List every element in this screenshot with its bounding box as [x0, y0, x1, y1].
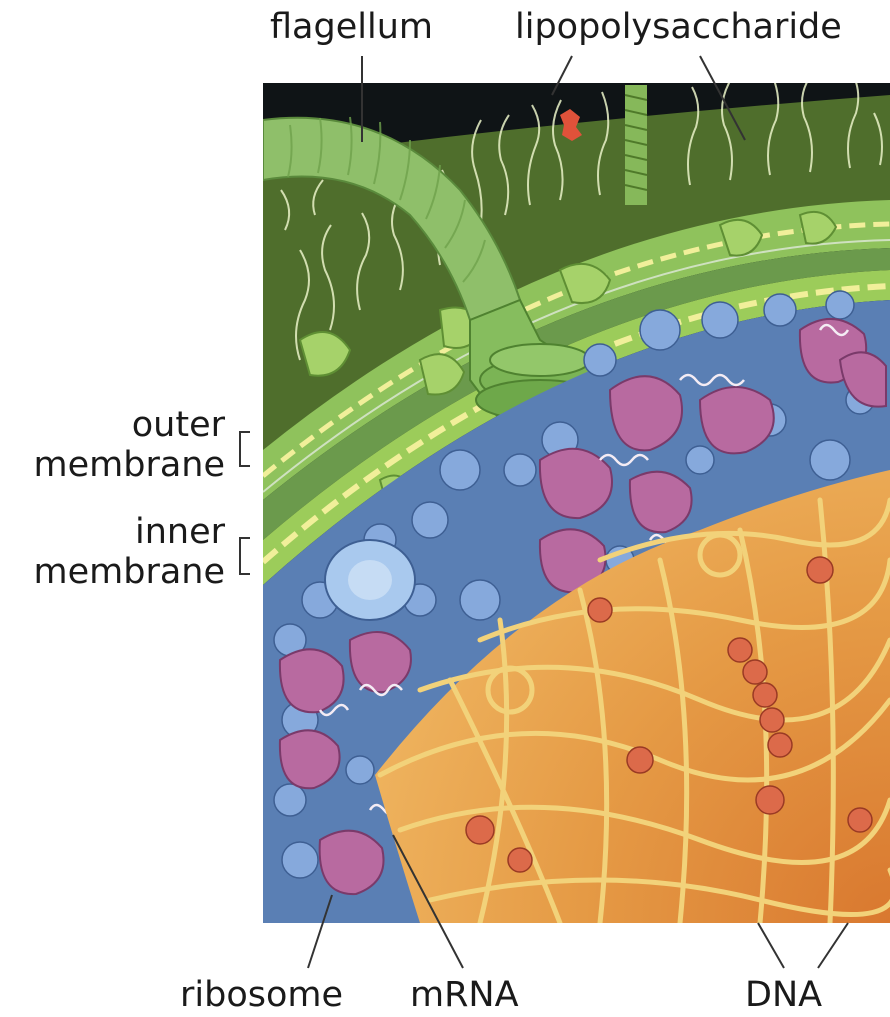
- ribosome-label: ribosome: [180, 978, 343, 1013]
- dna-leader-1: [758, 923, 784, 968]
- membrane-complex: [325, 540, 415, 620]
- outer-membrane-label-line1: outer: [132, 408, 225, 443]
- lipopolysaccharide-label: lipopolysaccharide: [515, 10, 842, 45]
- outer-membrane-bracket: [240, 432, 250, 466]
- inner-membrane-label-line1: inner: [135, 515, 225, 550]
- cell-artwork: [263, 73, 890, 923]
- surface-filament: [625, 85, 647, 205]
- inner-membrane-label-line2: membrane: [34, 555, 226, 590]
- mrna-label: mRNA: [410, 978, 519, 1013]
- flagellum-label: flagellum: [270, 10, 433, 45]
- outer-membrane-label-line2: membrane: [34, 448, 226, 483]
- dna-leader-2: [818, 923, 848, 968]
- dna-label: DNA: [745, 978, 822, 1013]
- inner-membrane-bracket: [240, 538, 250, 574]
